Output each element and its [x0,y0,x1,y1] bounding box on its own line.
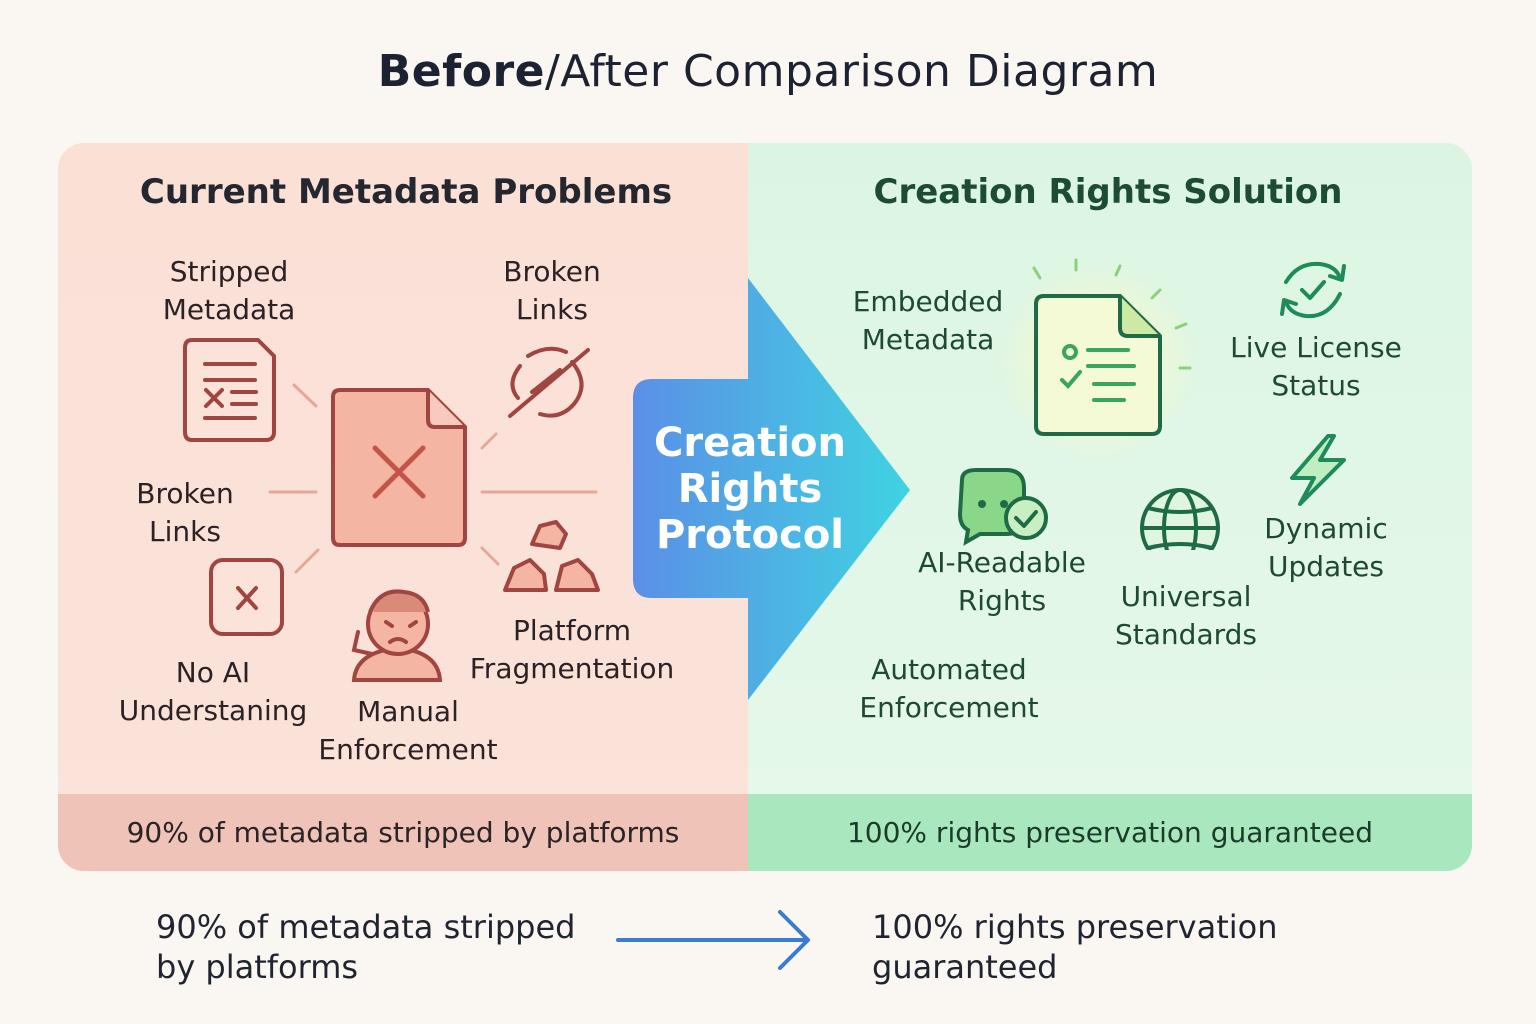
broken-file-icon [331,388,467,547]
problems-footer-strong: 90% of metadata stripped [126,816,494,849]
refresh-check-icon [1280,261,1346,319]
title-rest: /After Comparison Diagram [544,46,1159,97]
label-dynamic-updates: Dynamic Updates [1264,512,1388,583]
label-universal-standards: Universal Standards [1115,580,1257,651]
diagram-title: Before/After Comparison Diagram [0,46,1536,97]
label-automated-enforcement: Automated Enforcement [859,653,1039,724]
problems-illustration [183,338,600,682]
broken-link-icon [508,346,590,418]
no-ai-icon [209,558,284,636]
label-no-ai: No AI Understaning [118,656,308,727]
protocol-label: Creation Rights Protocol [654,420,846,558]
problems-heading: Current Metadata Problems [139,172,673,212]
problems-footer: 90% of metadata stripped by platforms [58,794,748,871]
frustrated-person-icon [351,589,443,682]
label-stripped-metadata: Stripped Metadata [162,255,296,326]
solution-footer: 100% rights preservation guaranteed [748,794,1472,871]
label-manual-enforcement: Manual Enforcement [318,695,498,766]
embedded-document-icon [998,258,1198,462]
label-platform-fragmentation: Platform Fragmentation [469,614,675,685]
label-broken-links-top: Broken Links [503,255,601,326]
problems-footer-rest: by platforms [493,816,680,849]
fragments-icon [503,520,600,592]
label-broken-links-left: Broken Links [136,477,234,548]
title-bold: Before [377,46,545,97]
bottom-arrow-icon [616,910,810,970]
ai-chat-check-icon [957,468,1048,546]
solution-illustration [957,258,1346,550]
stripped-document-icon [183,338,276,442]
label-ai-readable: AI-Readable Rights [918,546,1086,617]
bottom-after-text: 100% rights preservation guaranteed [872,908,1278,986]
lightning-icon [1290,434,1346,506]
globe-icon [1140,488,1220,550]
label-embedded-metadata: Embedded Metadata [852,285,1004,356]
label-live-license: Live License Status [1230,331,1402,402]
bottom-before-text: 90% of metadata stripped by platforms [156,908,576,986]
protocol-arrow [633,278,910,700]
solution-heading: Creation Rights Solution [873,172,1343,212]
